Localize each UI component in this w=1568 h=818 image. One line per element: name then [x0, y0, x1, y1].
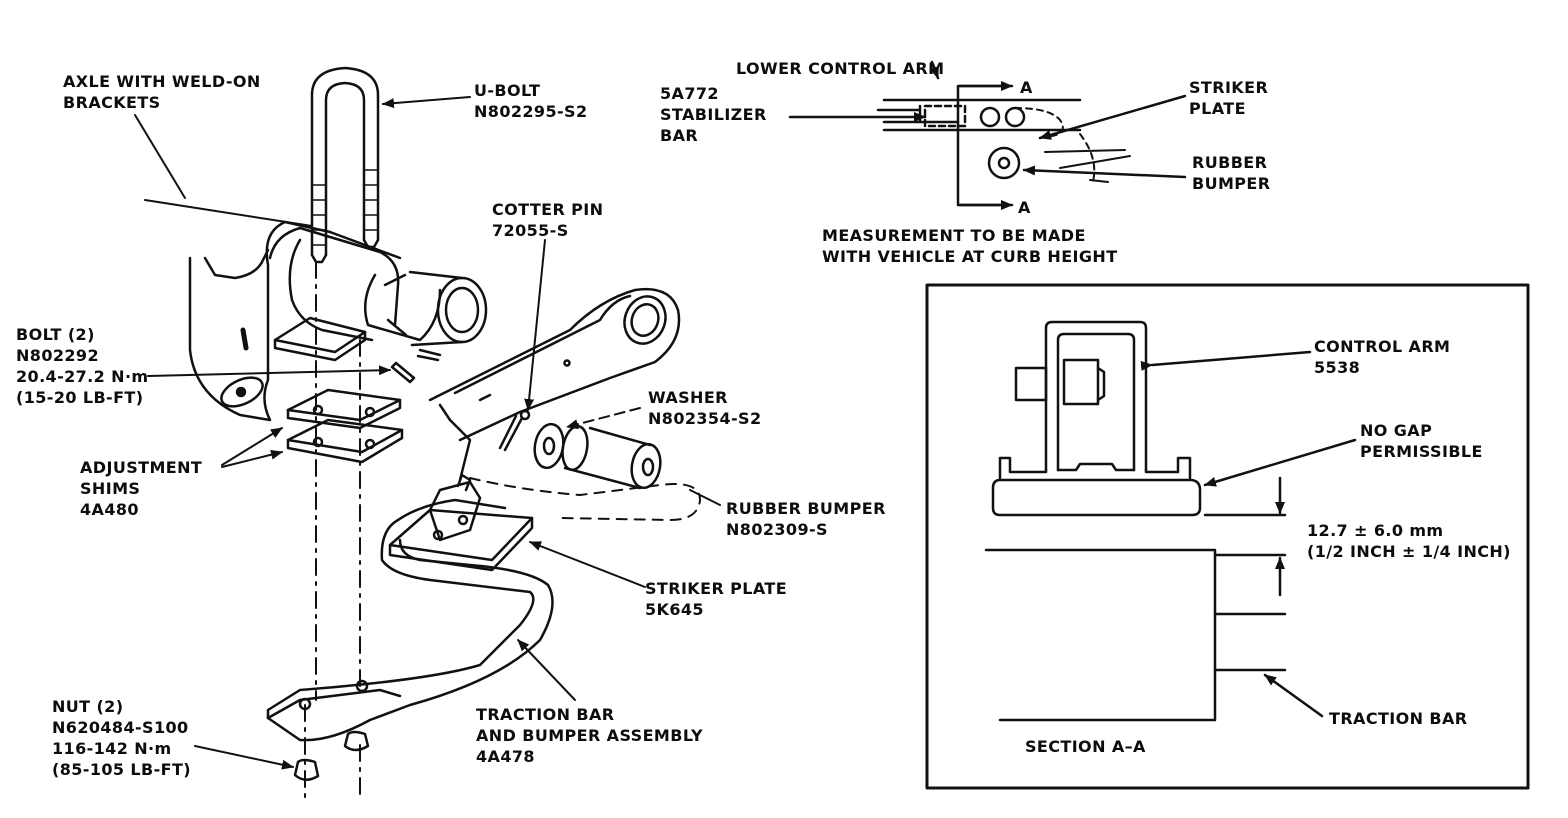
- label-line: NUT (2): [52, 697, 124, 716]
- leader-lines: [134, 96, 721, 770]
- label-line: BOLT (2): [16, 325, 95, 344]
- control-arm-schematic: [788, 60, 1187, 210]
- label-traction-assembly: TRACTION BAR AND BUMPER ASSEMBLY 4A478: [476, 704, 703, 767]
- label-measurement-note: MEASUREMENT TO BE MADE WITH VEHICLE AT C…: [822, 225, 1118, 267]
- label-line: WASHER: [648, 388, 728, 407]
- label-line: PERMISSIBLE: [1360, 442, 1483, 461]
- rubber-bumper-drawing: [561, 424, 662, 490]
- label-line: BAR: [660, 126, 699, 145]
- centerlines: [304, 261, 361, 801]
- label-stabilizer-bar: 5A772 STABILIZER BAR: [660, 83, 767, 146]
- label-line: AND BUMPER ASSEMBLY: [476, 726, 703, 745]
- label-line: 12.7 ± 6.0 mm: [1307, 521, 1444, 540]
- label-line: N620484-S100: [52, 718, 189, 737]
- u-bolt-drawing: [310, 66, 380, 264]
- axle-bracket-drawing: [188, 220, 402, 422]
- label-line: 20.4-27.2 N·m: [16, 367, 149, 386]
- label-striker-plate-top: STRIKER PLATE: [1189, 77, 1268, 119]
- label-rubber-bumper-top: RUBBER BUMPER: [1192, 152, 1271, 194]
- adjustment-shims-drawing: [286, 388, 404, 464]
- label-line: SECTION A–A: [1025, 737, 1146, 756]
- label-line: 72055-S: [492, 221, 569, 240]
- label-bolt: BOLT (2) N802292 20.4-27.2 N·m (15-20 LB…: [16, 324, 149, 408]
- label-line: RUBBER: [1192, 153, 1268, 172]
- lower-control-arm-drawing: [428, 287, 681, 482]
- label-line: (85-105 LB-FT): [52, 760, 191, 779]
- label-line: 5A772: [660, 84, 719, 103]
- label-line: 4A480: [80, 500, 139, 519]
- label-line: STRIKER: [1189, 78, 1269, 97]
- label-line: 4A478: [476, 747, 535, 766]
- label-cotter-pin: COTTER PIN 72055-S: [492, 199, 603, 241]
- washer-drawing: [533, 422, 565, 470]
- label-line: 116-142 N·m: [52, 739, 172, 758]
- label-line: RUBBER BUMPER: [726, 499, 886, 518]
- label-line: COTTER PIN: [492, 200, 604, 219]
- label-striker-plate: STRIKER PLATE 5K645: [645, 578, 787, 620]
- label-dimension: 12.7 ± 6.0 mm (1/2 INCH ± 1/4 INCH): [1307, 520, 1511, 562]
- label-lower-control-arm: LOWER CONTROL ARM: [736, 58, 944, 79]
- label-line: WITH VEHICLE AT CURB HEIGHT: [822, 247, 1118, 266]
- label-section-arrow-top: A: [1020, 77, 1033, 98]
- label-line: (1/2 INCH ± 1/4 INCH): [1307, 542, 1511, 561]
- label-line: A: [1020, 78, 1033, 97]
- label-line: N802295-S2: [474, 102, 588, 121]
- striker-plate-drawing: [388, 473, 534, 572]
- label-line: NO GAP: [1360, 421, 1433, 440]
- label-line: AXLE WITH WELD-ON: [63, 72, 261, 91]
- label-line: U-BOLT: [474, 81, 541, 100]
- traction-bar-drawing: [266, 498, 554, 781]
- label-no-gap: NO GAP PERMISSIBLE: [1360, 420, 1483, 462]
- axle-tube-drawing: [363, 270, 488, 347]
- label-line: SHIMS: [80, 479, 141, 498]
- label-section-title: SECTION A–A: [1025, 736, 1146, 757]
- label-adjustment-shims: ADJUSTMENT SHIMS 4A480: [80, 457, 202, 520]
- label-line: N802354-S2: [648, 409, 762, 428]
- label-line: N802292: [16, 346, 99, 365]
- label-line: LOWER CONTROL ARM: [736, 59, 945, 78]
- label-line: A: [1018, 198, 1031, 217]
- label-line: 5538: [1314, 358, 1361, 377]
- label-line: BUMPER: [1192, 174, 1271, 193]
- label-u-bolt: U-BOLT N802295-S2: [474, 80, 587, 122]
- label-control-arm: CONTROL ARM 5538: [1314, 336, 1450, 378]
- label-line: STRIKER PLATE: [645, 579, 788, 598]
- label-line: TRACTION BAR: [476, 705, 615, 724]
- label-line: STABILIZER: [660, 105, 767, 124]
- label-line: TRACTION BAR: [1329, 709, 1468, 728]
- label-line: N802309-S: [726, 520, 828, 539]
- label-line: 5K645: [645, 600, 704, 619]
- label-washer: WASHER N802354-S2: [648, 387, 761, 429]
- label-axle: AXLE WITH WELD-ON BRACKETS: [63, 71, 261, 113]
- label-line: PLATE: [1189, 99, 1246, 118]
- label-traction-bar-section: TRACTION BAR: [1329, 708, 1468, 729]
- label-line: CONTROL ARM: [1314, 337, 1451, 356]
- label-nut: NUT (2) N620484-S100 116-142 N·m (85-105…: [52, 696, 191, 780]
- label-line: (15-20 LB-FT): [16, 388, 144, 407]
- bolts-drawing: [390, 348, 442, 384]
- label-section-arrow-bottom: A: [1018, 197, 1031, 218]
- section-a-a-drawing: [925, 283, 1530, 790]
- label-line: ADJUSTMENT: [80, 458, 203, 477]
- label-rubber-bumper: RUBBER BUMPER N802309-S: [726, 498, 886, 540]
- label-line: MEASUREMENT TO BE MADE: [822, 226, 1086, 245]
- label-line: BRACKETS: [63, 93, 161, 112]
- cotter-pin-drawing: [498, 409, 531, 452]
